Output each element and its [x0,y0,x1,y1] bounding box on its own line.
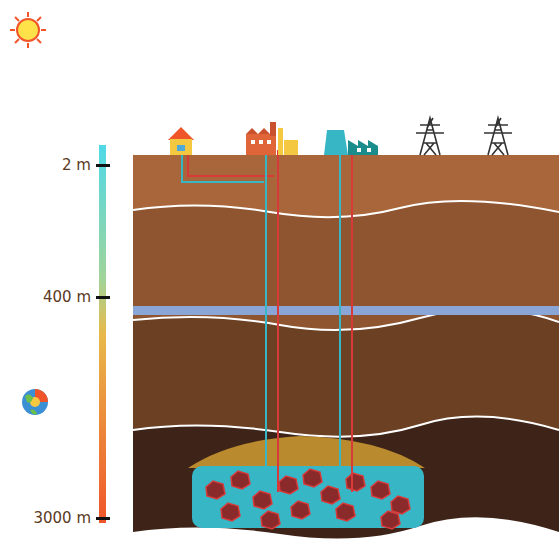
earth-icon [22,389,48,415]
sun-icon [10,12,46,48]
rock-shape [346,473,365,491]
power-plant-icon [324,130,378,155]
rock-shape [381,511,400,529]
rock-shape [206,481,225,499]
rock-shape [279,476,298,494]
factory-icon [246,122,298,155]
house-icon [168,127,194,155]
pylon-icons [416,118,512,155]
pipes [182,150,352,492]
rock-shape [391,496,410,514]
rock-shape [221,503,240,521]
depth-label: 2 m [62,158,91,173]
rock-shape [303,469,322,487]
depth-ticks [96,164,110,520]
rock-shape [253,491,272,509]
geothermal-reservoir [188,436,425,529]
ground-layers [133,155,559,540]
rock-shape [231,471,250,489]
rock-shape [321,486,340,504]
rock-shape [371,481,390,499]
rock-shape [261,511,280,529]
depth-bar [99,145,106,523]
rock-shape [336,503,355,521]
depth-label: 400 m [43,290,91,305]
rock-shape [291,501,310,519]
depth-label: 3000 m [33,511,91,526]
